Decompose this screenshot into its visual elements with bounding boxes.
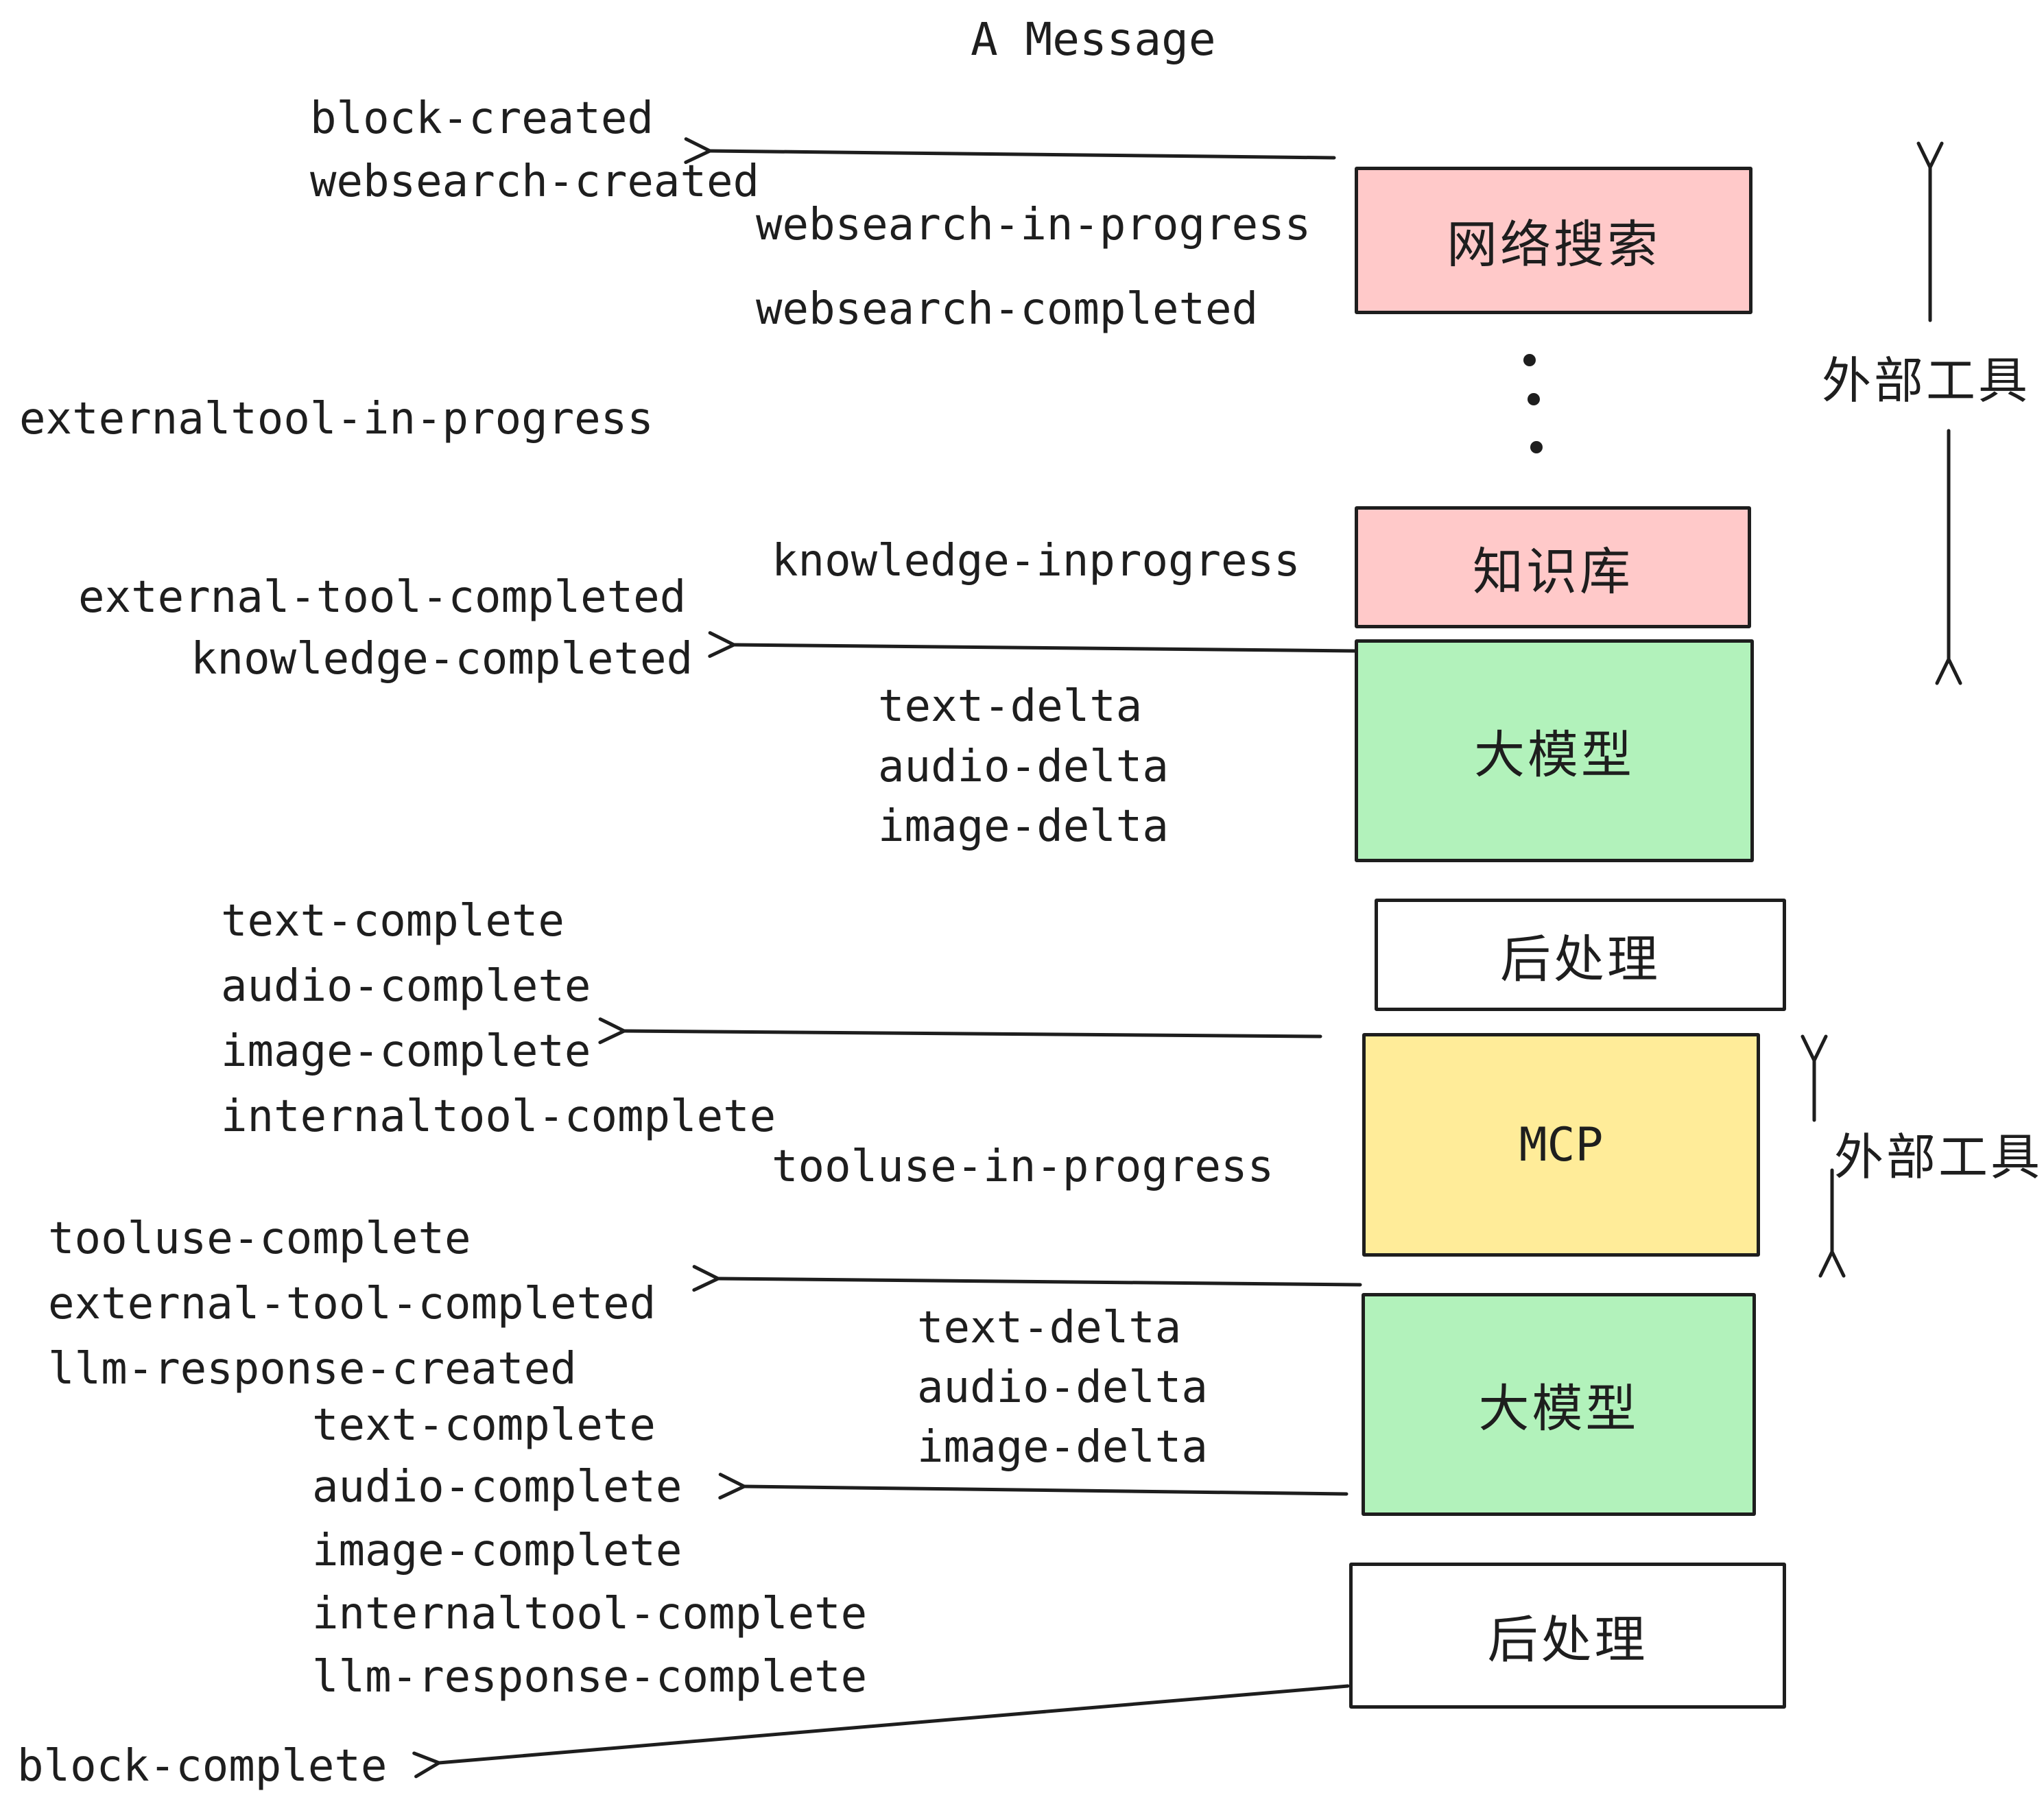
box-post-bottom-label: 后处理 [1487, 1611, 1648, 1668]
box-knowledge: 知识库 [1355, 506, 1751, 628]
event-label-image-complete-2: image-complete [312, 1526, 682, 1576]
event-label-text-complete: text-complete [221, 896, 565, 947]
box-websearch: 网络搜索 [1355, 167, 1752, 314]
event-label-text-delta-2: text-delta [917, 1303, 1182, 1353]
event-label-internaltool-complete: internaltool-complete [221, 1091, 776, 1142]
event-label-knowledge-completed: knowledge-completed [191, 634, 693, 685]
event-label-websearch-created: websearch-created [310, 156, 760, 207]
event-label-internaltool-complete-2: internaltool-complete [312, 1589, 868, 1639]
box-llm-bottom: 大模型 [1362, 1293, 1756, 1516]
arrow-to-tooluse-complete [718, 1279, 1362, 1285]
event-label-image-delta-2: image-delta [917, 1422, 1208, 1473]
event-label-tooluse-complete: tooluse-complete [48, 1213, 471, 1264]
box-llm-top-label: 大模型 [1474, 726, 1635, 783]
event-label-block-complete: block-complete [17, 1741, 388, 1792]
event-label-audio-delta-2: audio-delta [917, 1362, 1208, 1413]
event-label-knowledge-inprogress: knowledge-inprogress [772, 536, 1300, 586]
arrow-post-to-block-complete [439, 1684, 1350, 1763]
event-label-image-delta: image-delta [878, 801, 1169, 852]
event-label-external-tool-completed-2: external-tool-completed [48, 1279, 656, 1329]
box-post-top: 后处理 [1375, 899, 1786, 1011]
event-label-audio-complete: audio-complete [221, 961, 591, 1012]
box-knowledge-label: 知识库 [1473, 543, 1633, 600]
box-llm-top: 大模型 [1355, 639, 1754, 862]
arrow-websearch-to-created [710, 151, 1336, 158]
box-mcp-label: MCP [1519, 1117, 1604, 1172]
event-label-external-tool-completed: external-tool-completed [78, 572, 687, 623]
box-post-bottom: 后处理 [1349, 1563, 1786, 1709]
arrow-llm2-to-audio-complete [744, 1486, 1348, 1494]
box-post-top-label: 后处理 [1500, 930, 1661, 988]
arrow-to-image-complete [624, 1031, 1322, 1036]
event-label-audio-delta: audio-delta [878, 741, 1169, 792]
box-mcp: MCP [1362, 1033, 1760, 1257]
event-label-audio-complete-2: audio-complete [312, 1462, 682, 1512]
event-label-llm-response-complete: llm-response-complete [312, 1652, 868, 1702]
page-title: A Message [971, 13, 1216, 66]
event-label-tooluse-in-progress: tooluse-in-progress [772, 1141, 1274, 1192]
box-llm-bottom-label: 大模型 [1478, 1380, 1639, 1437]
external-tools-label-top: 外部工具 [1822, 354, 2031, 409]
box-websearch-label: 网络搜索 [1447, 216, 1661, 273]
event-label-text-delta: text-delta [878, 681, 1143, 732]
external-tools-label-bottom: 外部工具 [1834, 1130, 2043, 1185]
event-label-websearch-completed: websearch-completed [756, 284, 1259, 335]
event-label-websearch-in-progress: websearch-in-progress [756, 200, 1311, 250]
event-label-externaltool-in-progress: externaltool-in-progress [19, 394, 654, 444]
event-label-image-complete: image-complete [221, 1026, 591, 1077]
arrow-llm-to-knowledge-completed [734, 645, 1358, 651]
event-label-text-complete-2: text-complete [312, 1400, 656, 1451]
event-label-block-created: block-created [310, 93, 654, 144]
ellipsis-dots [1523, 354, 1543, 453]
event-label-llm-response-created: llm-response-created [48, 1344, 577, 1394]
